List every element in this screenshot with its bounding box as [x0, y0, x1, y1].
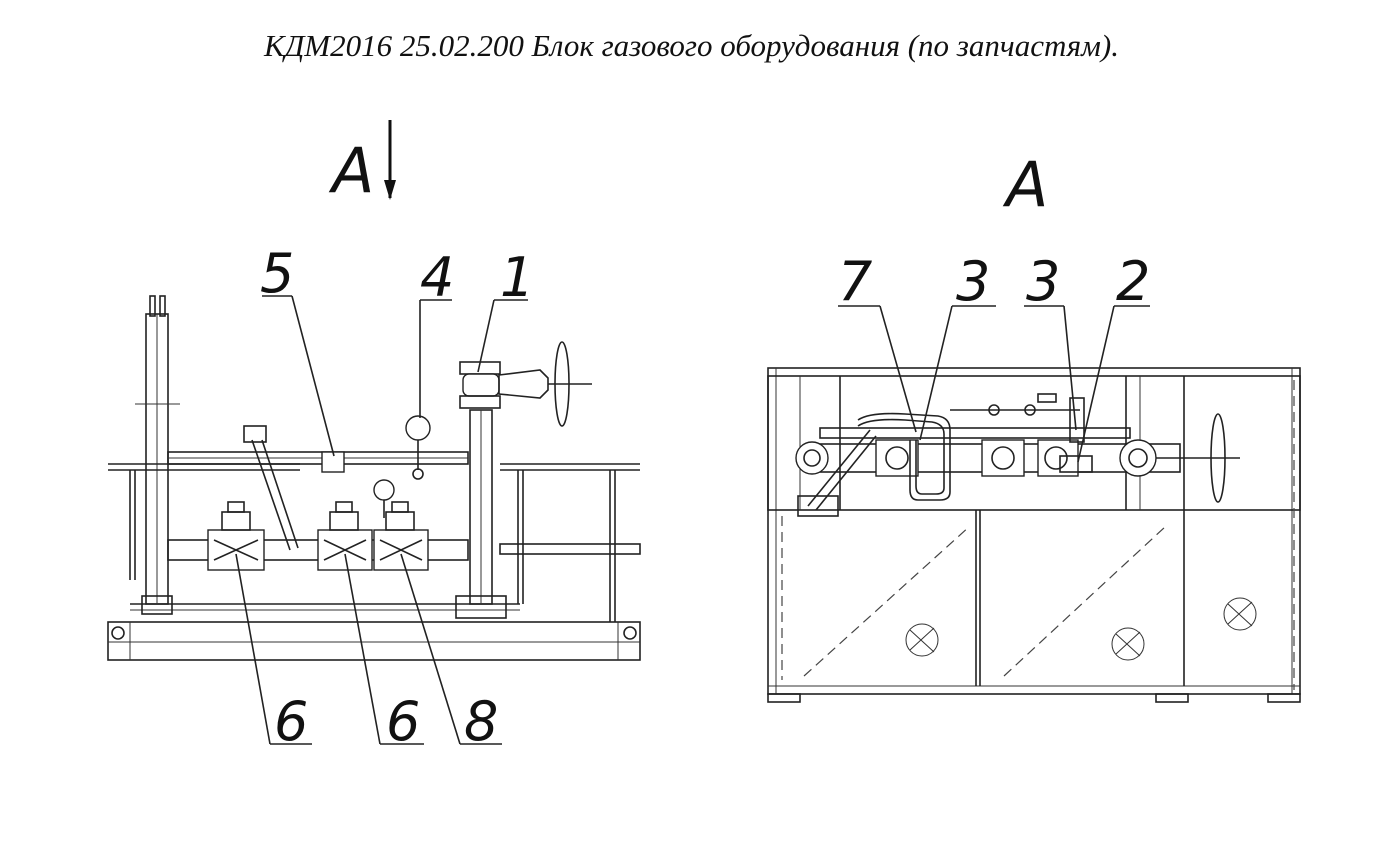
base-frame — [107, 621, 641, 661]
handwheel-view-a-icon — [1210, 413, 1226, 503]
callout-3-right: 3 — [1026, 250, 1060, 313]
callout-8: 8 — [464, 690, 498, 753]
callout-7: 7 — [838, 250, 872, 313]
callout-6-right: 6 — [386, 690, 420, 753]
outer-frame — [767, 367, 1301, 695]
callout-4: 4 — [420, 246, 454, 309]
left-view: A — [107, 120, 641, 753]
hatch-mark-3 — [1223, 597, 1257, 631]
gate-valve-1 — [459, 341, 592, 427]
callout-2: 2 — [1116, 250, 1150, 313]
hatch-mark-1 — [905, 623, 939, 657]
valve-6-left — [207, 501, 265, 571]
callout-6-left: 6 — [274, 690, 308, 753]
callout-1: 1 — [500, 246, 534, 309]
pressure-gauge-4 — [405, 415, 431, 441]
flange-valve-2 — [1119, 439, 1157, 477]
right-callout-leaders — [838, 305, 1150, 463]
callout-5: 5 — [260, 242, 294, 305]
left-view-marker: A — [328, 134, 374, 207]
valve-8 — [373, 501, 429, 571]
view-direction-arrow-icon — [384, 120, 396, 200]
valve-6-right — [317, 501, 373, 571]
handwheel-icon — [554, 341, 570, 427]
right-view-marker: A — [1002, 148, 1048, 221]
hatch-mark-2 — [1111, 627, 1145, 661]
right-view: A — [767, 148, 1301, 703]
left-callout-leaders — [235, 295, 528, 745]
callout-3-left: 3 — [956, 250, 990, 313]
drawing-title: КДМ2016 25.02.200 Блок газового оборудов… — [264, 28, 1119, 63]
